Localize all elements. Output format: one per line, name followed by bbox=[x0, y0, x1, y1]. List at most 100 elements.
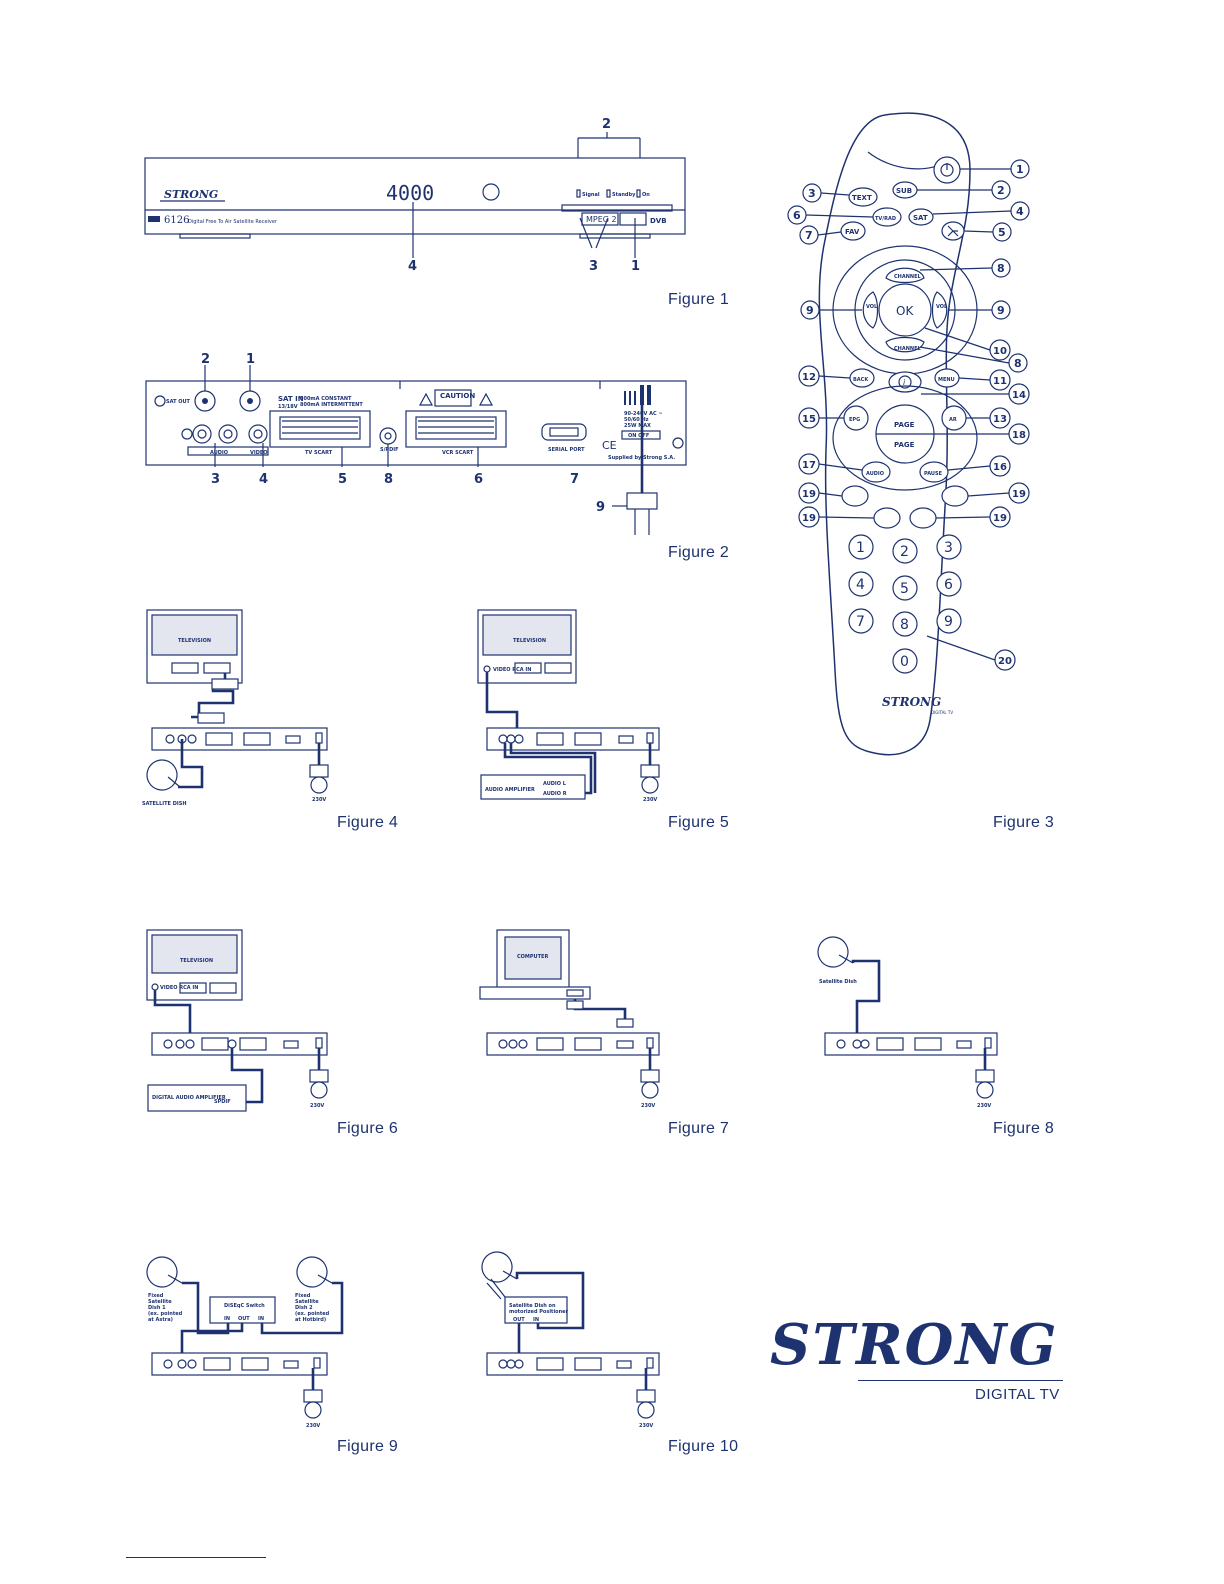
ok-button[interactable] bbox=[878, 283, 932, 337]
svg-text:OUT: OUT bbox=[513, 1317, 525, 1323]
computer-base bbox=[479, 986, 591, 1000]
digit-9-button[interactable] bbox=[936, 608, 962, 634]
svg-text:800mA INTERMITTENT: 800mA INTERMITTENT bbox=[300, 402, 363, 408]
color-button-yellow[interactable] bbox=[909, 507, 937, 529]
digit-3-button[interactable] bbox=[936, 534, 962, 560]
remote-callout-11: 11 bbox=[993, 376, 1007, 387]
serial-port bbox=[541, 423, 587, 441]
svg-text:3: 3 bbox=[944, 540, 953, 556]
info-button[interactable] bbox=[888, 371, 922, 393]
digit-6-button[interactable] bbox=[936, 571, 962, 597]
remote-callout-13: 13 bbox=[993, 414, 1007, 425]
color-button-blue[interactable] bbox=[941, 485, 969, 507]
svg-text:IN: IN bbox=[258, 1316, 264, 1322]
svg-text:230V: 230V bbox=[306, 1423, 320, 1429]
callout-4: 4 bbox=[408, 259, 417, 274]
led-on bbox=[636, 189, 641, 198]
mpeg-badge bbox=[581, 212, 619, 226]
caption-figure-3: Figure 3 bbox=[993, 814, 1055, 831]
channel-down-button[interactable] bbox=[885, 336, 925, 353]
motorized-positioner bbox=[504, 1296, 568, 1324]
remote-callout-7: 7 bbox=[805, 229, 813, 242]
channel-up-button[interactable] bbox=[885, 267, 925, 284]
color-button-red[interactable] bbox=[841, 485, 869, 507]
remote-callout-9b: 9 bbox=[997, 304, 1005, 317]
svg-text:CE: CE bbox=[602, 439, 617, 452]
svg-text:IN: IN bbox=[533, 1317, 539, 1323]
svg-text:SAT IN: SAT IN bbox=[278, 395, 304, 403]
digit-7-button[interactable] bbox=[848, 608, 874, 634]
svg-text:0: 0 bbox=[900, 654, 909, 670]
remote-callout-4: 4 bbox=[1016, 205, 1024, 218]
svg-text:CAUTION: CAUTION bbox=[440, 392, 475, 400]
svg-text:230V: 230V bbox=[312, 797, 326, 803]
svg-text:MENU: MENU bbox=[938, 377, 955, 383]
text-button[interactable] bbox=[848, 187, 878, 207]
rear-callout-3: 3 bbox=[211, 472, 220, 487]
audio-r-connector bbox=[192, 424, 212, 444]
svg-text:2: 2 bbox=[900, 544, 909, 560]
strong-logo: STRONG bbox=[770, 1312, 1059, 1378]
digit-8-button[interactable] bbox=[892, 611, 918, 637]
svg-text:500mA CONSTANT: 500mA CONSTANT bbox=[300, 396, 352, 402]
digital-audio-amplifier bbox=[147, 1084, 247, 1112]
caption-figure-5: Figure 5 bbox=[668, 814, 730, 831]
vol-up-button[interactable] bbox=[931, 291, 948, 329]
remote-callout-1: 1 bbox=[1016, 163, 1024, 176]
digit-5-button[interactable] bbox=[892, 575, 918, 601]
figure-2-rear-panel: SAT OUT SAT IN 13/18V 500mA CONSTANT 800… bbox=[145, 352, 687, 535]
caption-figure-9: Figure 9 bbox=[337, 1438, 399, 1455]
svg-text:TV/RAD: TV/RAD bbox=[875, 216, 896, 222]
svg-text:OK: OK bbox=[896, 304, 914, 318]
svg-text:50/60 Hz: 50/60 Hz bbox=[624, 417, 649, 423]
audio-l-connector bbox=[218, 424, 238, 444]
pause-button[interactable] bbox=[919, 461, 949, 483]
svg-text:230V: 230V bbox=[641, 1103, 655, 1109]
receiver bbox=[824, 1032, 998, 1056]
rear-callout-6: 6 bbox=[474, 472, 483, 487]
rear-callout-8: 8 bbox=[384, 472, 393, 487]
ir-sensor bbox=[482, 183, 500, 201]
svg-text:TELEVISION: TELEVISION bbox=[178, 638, 211, 644]
sat-button[interactable] bbox=[908, 208, 934, 226]
svg-text:DiSEqC Switch: DiSEqC Switch bbox=[224, 1303, 265, 1309]
remote-callout-2: 2 bbox=[997, 184, 1005, 197]
svg-text:AUDIO AMPLIFIER: AUDIO AMPLIFIER bbox=[485, 787, 535, 793]
svg-text:DIGITAL TV: DIGITAL TV bbox=[931, 710, 953, 715]
audio-button[interactable] bbox=[861, 461, 891, 483]
svg-text:AR: AR bbox=[949, 417, 957, 423]
digit-1-button[interactable] bbox=[848, 534, 874, 560]
svg-text:8: 8 bbox=[900, 617, 909, 633]
digit-4-button[interactable] bbox=[848, 571, 874, 597]
svg-text:Fixed: Fixed bbox=[295, 1293, 311, 1299]
front-model-desc: Digital Free To Air Satellite Receiver bbox=[188, 219, 278, 225]
satellite-dish bbox=[817, 936, 849, 968]
vcr-scart-connector bbox=[405, 410, 507, 448]
caption-figure-2: Figure 2 bbox=[668, 544, 730, 561]
svg-text:AUDIO R: AUDIO R bbox=[543, 791, 567, 797]
digit-2-button[interactable] bbox=[892, 538, 918, 564]
caption-figure-4: Figure 4 bbox=[337, 814, 399, 831]
svg-text:PAUSE: PAUSE bbox=[924, 471, 943, 477]
audio-amplifier bbox=[480, 774, 586, 800]
remote-callout-12: 12 bbox=[802, 372, 816, 383]
fav-button[interactable] bbox=[840, 221, 866, 241]
remote-callout-17: 17 bbox=[802, 460, 816, 471]
dvb-logo: DVB bbox=[650, 217, 667, 225]
svg-text:Satellite Dish: Satellite Dish bbox=[819, 979, 857, 985]
remote-callout-3: 3 bbox=[808, 187, 816, 200]
svg-text:SPDIF: SPDIF bbox=[214, 1099, 231, 1105]
caption-figure-6: Figure 6 bbox=[337, 1120, 399, 1137]
remote-callout-5: 5 bbox=[998, 226, 1006, 239]
svg-text:(ex. pointed: (ex. pointed bbox=[148, 1311, 183, 1317]
svg-text:AUDIO: AUDIO bbox=[210, 450, 228, 456]
vol-down-button[interactable] bbox=[862, 291, 879, 329]
digit-0-button[interactable] bbox=[892, 648, 918, 674]
remote-callout-19d: 19 bbox=[993, 513, 1007, 524]
svg-text:ON OFF: ON OFF bbox=[628, 433, 649, 439]
figure-3-remote-control: TEXT SUB TV/RAD SAT FAV OK CHANNEL CHANN… bbox=[787, 112, 1030, 756]
svg-text:Satellite: Satellite bbox=[295, 1299, 319, 1305]
color-button-green[interactable] bbox=[873, 507, 901, 529]
remote-callout-19a: 19 bbox=[802, 489, 816, 500]
power-plug bbox=[626, 492, 658, 510]
